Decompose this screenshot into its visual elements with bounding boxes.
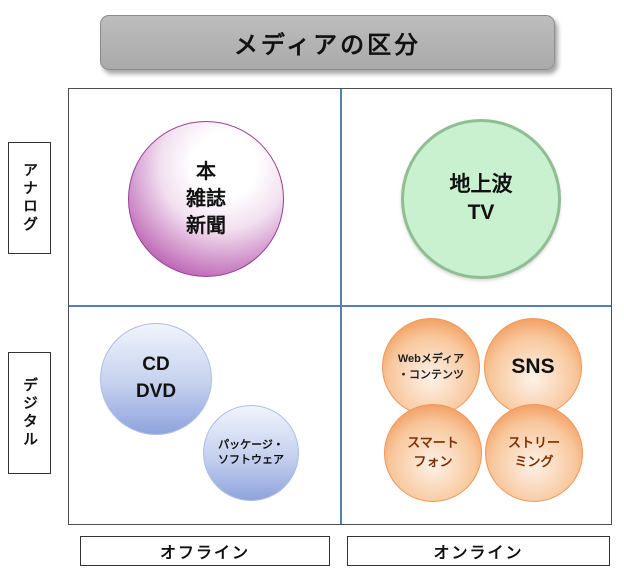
bubble-webmedia-line2: ・コンテンツ [398, 369, 464, 381]
bubble-print-line3: 新聞 [186, 214, 226, 237]
bubble-streaming-line2: ミング [514, 454, 554, 469]
bubble-web-media: Webメディア ・コンテンツ [382, 318, 480, 416]
bubble-package-software: パッケージ・ ソフトウェア [203, 405, 299, 501]
bubble-cd-line1: CD [142, 354, 170, 376]
row-label-analog: アナログ [8, 142, 51, 254]
diagram-title-box: メディアの区分 [100, 15, 555, 70]
bubble-smartphone-line2: フォン [413, 454, 453, 469]
horizontal-axis-line [69, 305, 611, 307]
bubble-cd-dvd: CD DVD [100, 323, 212, 435]
bubble-smartphone: スマート フォン [384, 404, 482, 502]
bubble-webmedia-line1: Webメディア [397, 352, 465, 365]
bubble-tv-line2: TV [467, 201, 495, 224]
bubble-print-line2: 雑誌 [186, 187, 226, 210]
bubble-print-media: 本 雑誌 新聞 [128, 121, 284, 277]
row-label-digital: デジタル [8, 352, 51, 474]
bubble-tv-line1: 地上波 [449, 172, 513, 196]
bubble-package-line2: ソフトウェア [218, 454, 284, 466]
bubble-sns: SNS [484, 318, 582, 416]
quadrant-plot: 本 雑誌 新聞 地上波 TV CD DVD パッケージ・ ソフトウェア Webメ… [68, 88, 612, 525]
bubble-streaming-line1: ストリー [507, 435, 560, 451]
col-label-online-text: オンライン [433, 545, 524, 562]
col-label-offline-text: オフライン [159, 545, 250, 562]
row-label-analog-text: アナログ [21, 162, 38, 234]
col-label-online: オンライン [347, 536, 610, 566]
bubble-sns-line1: SNS [511, 355, 555, 378]
bubble-print-line1: 本 [196, 160, 216, 183]
col-label-offline: オフライン [80, 536, 330, 566]
bubble-smartphone-line1: スマート [407, 435, 459, 451]
bubble-terrestrial-tv: 地上波 TV [401, 119, 561, 279]
row-label-digital-text: デジタル [21, 377, 38, 449]
bubble-package-line1: パッケージ・ [218, 438, 284, 451]
bubble-streaming: ストリー ミング [485, 404, 583, 502]
diagram-title: メディアの区分 [233, 32, 422, 59]
bubble-cd-line2: DVD [135, 381, 177, 402]
